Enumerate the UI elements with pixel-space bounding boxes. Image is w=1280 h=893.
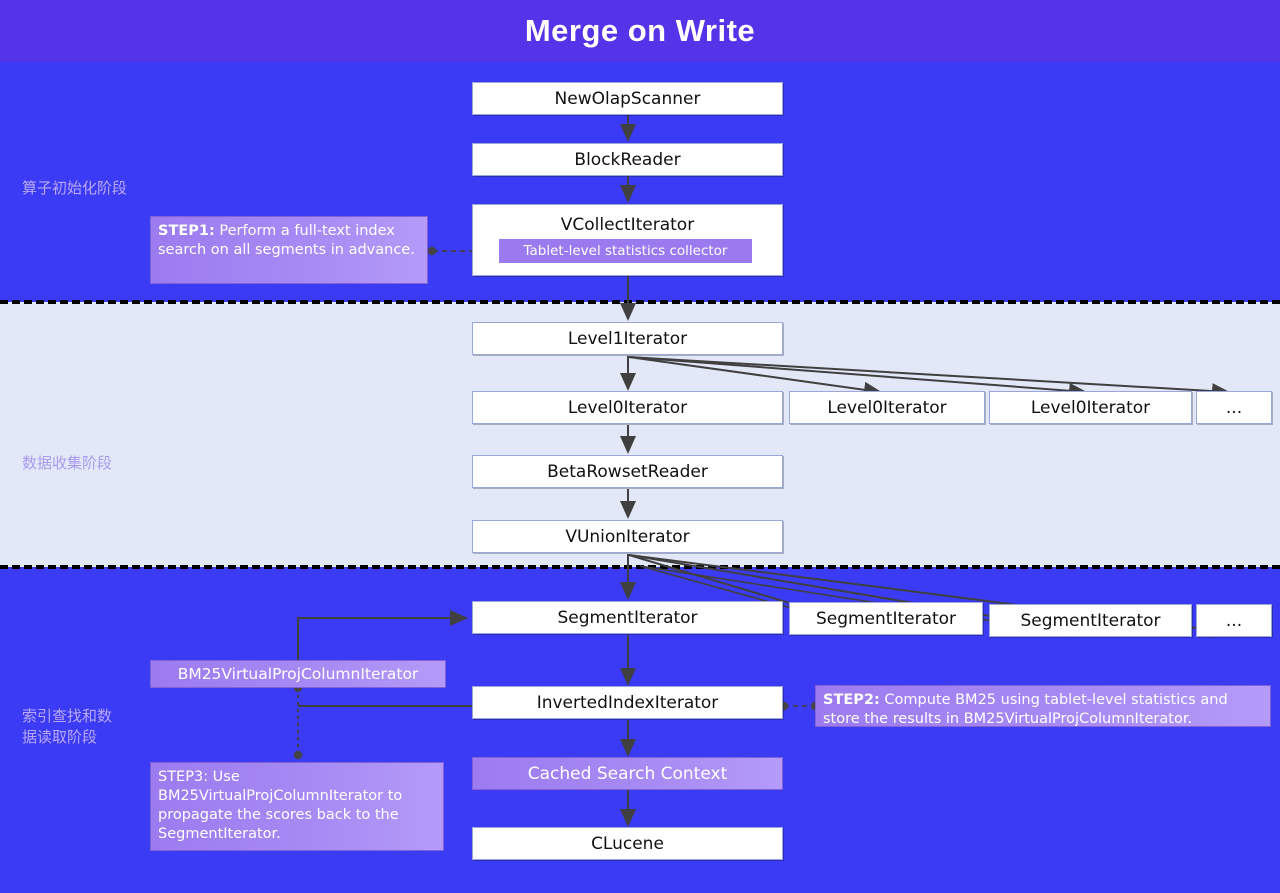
node-segment-iterator-more[interactable]: ... [1196, 604, 1272, 637]
node-beta-rowset-reader[interactable]: BetaRowsetReader [472, 455, 783, 488]
note-step1-text: Perform a full-text index search on all … [158, 223, 415, 258]
node-label: VUnionIterator [565, 526, 690, 547]
note-step1: STEP1: Perform a full-text index search … [150, 216, 428, 284]
page-title: Merge on Write [524, 13, 756, 48]
node-label: ... [1225, 610, 1243, 631]
node-bm25-virtual-proj-column-iterator[interactable]: BM25VirtualProjColumnIterator [150, 660, 446, 688]
node-level0-iterator-3[interactable]: Level0Iterator [989, 391, 1192, 424]
stage-divider-1 [0, 300, 1280, 304]
node-label: BetaRowsetReader [547, 461, 708, 482]
node-vunion-iterator[interactable]: VUnionIterator [472, 520, 783, 553]
note-step1-strong: STEP1: [158, 223, 215, 239]
stage-label-1: 算子初始化阶段 [22, 179, 128, 197]
node-new-olap-scanner[interactable]: NewOlapScanner [472, 82, 783, 115]
node-label: BlockReader [574, 149, 681, 170]
header-bar: Merge on Write [0, 0, 1280, 62]
node-block-reader[interactable]: BlockReader [472, 143, 783, 176]
chip-tablet-level-statistics-collector[interactable]: Tablet-level statistics collector [499, 239, 752, 263]
note-step3-text: STEP3: Use BM25VirtualProjColumnIterator… [158, 769, 403, 842]
stage-label-3: 索引查找和数 据读取阶段 [22, 707, 113, 746]
node-vcollect-iterator[interactable]: VCollectIterator [472, 204, 783, 276]
node-segment-iterator-3[interactable]: SegmentIterator [989, 604, 1192, 637]
node-cached-search-context[interactable]: Cached Search Context [472, 757, 783, 790]
node-label: Level0Iterator [567, 397, 688, 418]
node-label: SegmentIterator [1020, 610, 1161, 631]
node-inverted-index-iterator[interactable]: InvertedIndexIterator [472, 686, 783, 719]
node-segment-iterator-2[interactable]: SegmentIterator [789, 602, 983, 635]
node-label: BM25VirtualProjColumnIterator [177, 665, 419, 683]
note-step3: STEP3: Use BM25VirtualProjColumnIterator… [150, 762, 444, 851]
node-label: SegmentIterator [815, 608, 957, 629]
node-label: Level1Iterator [567, 328, 688, 349]
node-label: NewOlapScanner [554, 88, 701, 109]
note-step2: STEP2: Compute BM25 using tablet-level s… [815, 685, 1271, 727]
node-label: Level0Iterator [1030, 397, 1151, 418]
chip-label: Tablet-level statistics collector [523, 243, 728, 259]
node-label: CLucene [591, 833, 664, 854]
node-label: VCollectIterator [560, 215, 695, 235]
node-label: SegmentIterator [557, 607, 698, 628]
node-level0-iterator-1[interactable]: Level0Iterator [472, 391, 783, 424]
note-step2-strong: STEP2: [823, 692, 880, 708]
node-level0-iterator-more[interactable]: ... [1196, 391, 1272, 424]
node-level1-iterator[interactable]: Level1Iterator [472, 322, 783, 355]
node-label: ... [1225, 397, 1243, 418]
node-clucene[interactable]: CLucene [472, 827, 783, 860]
node-label: Level0Iterator [827, 397, 947, 418]
node-segment-iterator-1[interactable]: SegmentIterator [472, 601, 783, 634]
node-label: InvertedIndexIterator [536, 692, 719, 713]
stage-divider-2 [0, 565, 1280, 569]
node-level0-iterator-2[interactable]: Level0Iterator [789, 391, 985, 424]
note-step2-text: Compute BM25 using tablet-level statisti… [823, 692, 1228, 727]
node-label: Cached Search Context [527, 763, 728, 784]
stage-label-2: 数据收集阶段 [22, 454, 113, 472]
